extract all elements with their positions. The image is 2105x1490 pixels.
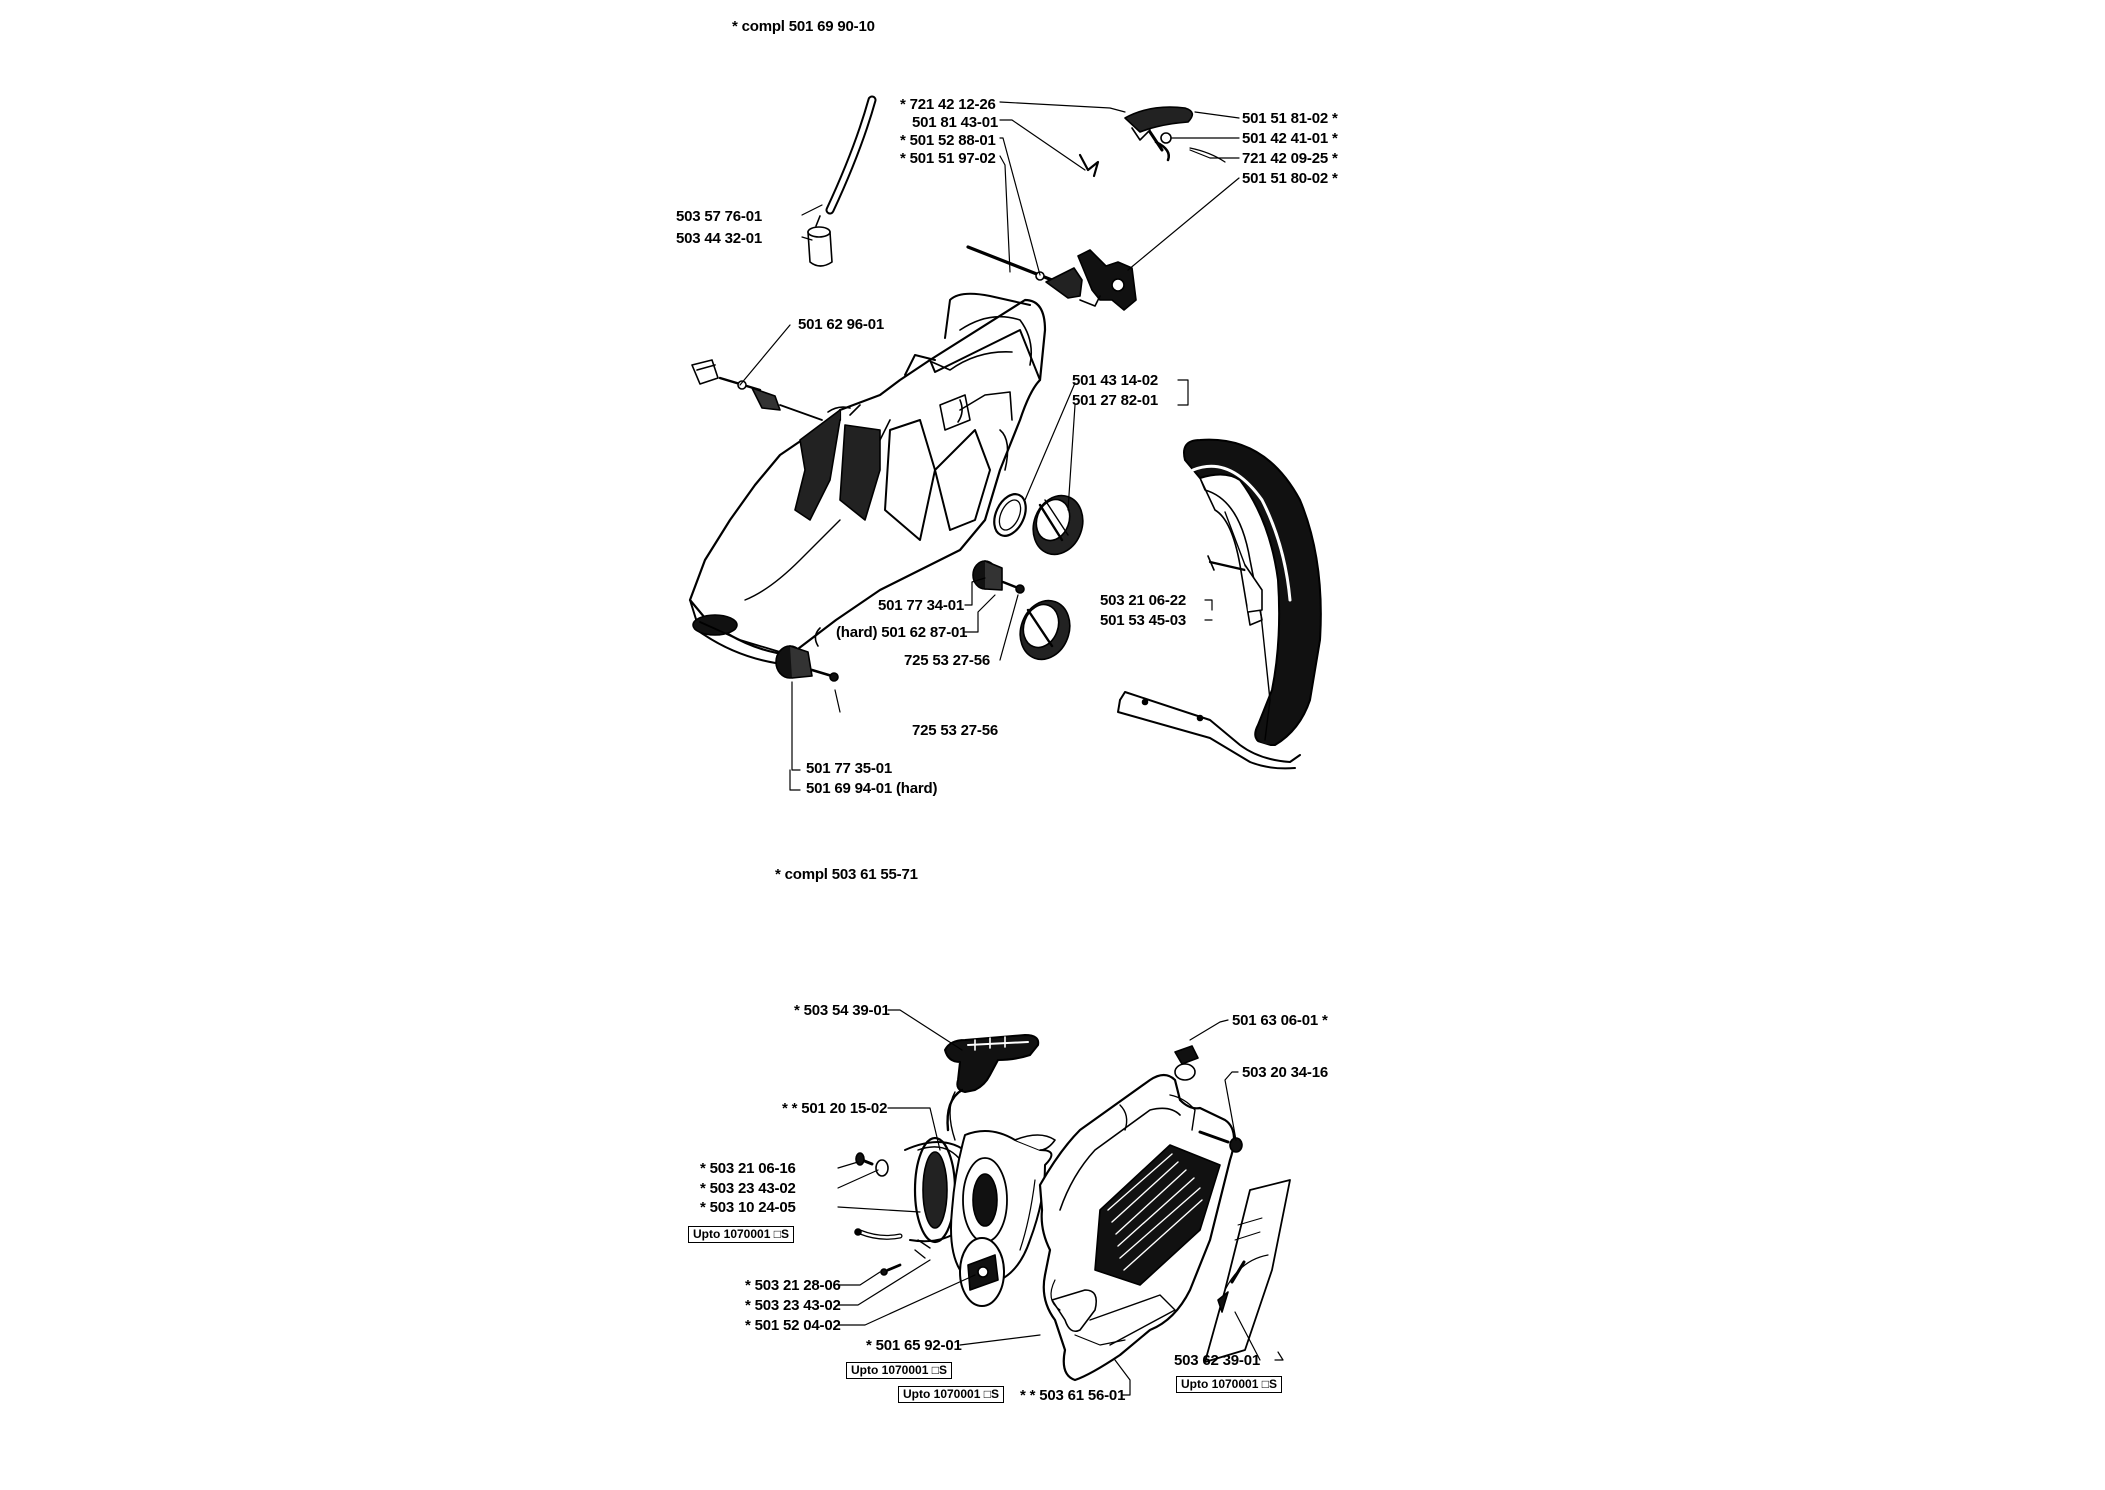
starter-pulley-drawing (854, 1136, 979, 1244)
serial-range-box: Upto 1070001 □S (898, 1386, 1004, 1403)
part-number-label: * * 503 61 56-01 (1020, 1387, 1126, 1404)
oil-pump-drawing (691, 359, 823, 421)
part-number-label: 503 20 34-16 (1242, 1064, 1329, 1081)
part-number-label: 501 43 14-02 (1072, 372, 1159, 389)
part-number-label: * 503 54 39-01 (794, 1002, 890, 1019)
starter-handle-drawing (944, 1034, 1040, 1141)
part-number-label: * 501 52 04-02 (745, 1317, 841, 1334)
starter-screw-drawing (855, 1152, 931, 1276)
part-number-label: * 501 65 92-01 (866, 1337, 962, 1354)
vibration-damper-drawing (972, 560, 1025, 594)
throttle-trigger-drawing (966, 245, 1137, 311)
fuel-filter-drawing (807, 215, 833, 267)
part-number-label: * 503 23 43-02 (700, 1180, 796, 1197)
part-number-label: 503 21 06-22 (1100, 592, 1187, 609)
part-number-label: * 503 21 28-06 (745, 1277, 841, 1294)
front-handle-drawing (1117, 438, 1322, 770)
fuel-hose-drawing (825, 95, 877, 215)
part-number-label: 501 77 34-01 (878, 597, 965, 614)
cover-grommet-drawing (1174, 1045, 1199, 1081)
part-number-label: 725 53 27-56 (912, 722, 999, 739)
part-number-label: * 501 52 88-01 (900, 132, 996, 149)
top-leader-lines (739, 101, 1240, 791)
starter-cover-drawing (1038, 1073, 1236, 1382)
rear-handle-fuel-tank-drawing (688, 292, 1047, 666)
part-number-label: 501 51 80-02 * (1242, 170, 1338, 187)
part-number-label: * 501 51 97-02 (900, 150, 996, 167)
part-number-label: 501 81 43-01 (912, 114, 999, 131)
part-number-label: 503 44 32-01 (676, 230, 763, 247)
part-number-label: 501 27 82-01 (1072, 392, 1159, 409)
part-number-label: 501 53 45-03 (1100, 612, 1187, 629)
part-number-label: 725 53 27-56 (904, 652, 991, 669)
vibration-damper-front-drawing (775, 627, 839, 682)
part-number-label: 501 77 35-01 (806, 760, 893, 777)
serial-range-box: Upto 1070001 □S (688, 1226, 794, 1243)
oil-cap-drawing (993, 493, 1084, 556)
part-number-label: 721 42 09-25 * (1242, 150, 1338, 167)
bottom-assembly-title: * compl 503 61 55-71 (775, 866, 918, 883)
part-number-label: 501 69 94-01 (hard) (806, 780, 938, 797)
part-number-label: * 721 42 12-26 (900, 96, 996, 113)
part-number-label: 501 63 06-01 * (1232, 1012, 1328, 1029)
fuel-cap-drawing (1019, 599, 1071, 661)
top-assembly-title: * compl 501 69 90-10 (732, 18, 875, 35)
part-number-label: 503 62 39-01 (1174, 1352, 1261, 1369)
part-number-label: * 503 10 24-05 (700, 1199, 796, 1216)
starter-pawl-disc-drawing (959, 1237, 1005, 1307)
part-number-label: * * 501 20 15-02 (782, 1100, 888, 1117)
part-number-label: 501 42 41-01 * (1242, 130, 1338, 147)
part-number-label: * 503 21 06-16 (700, 1160, 796, 1177)
part-number-label: * 503 23 43-02 (745, 1297, 841, 1314)
part-number-label: 501 62 96-01 (798, 316, 885, 333)
part-number-label: 501 51 81-02 * (1242, 110, 1338, 127)
serial-range-box: Upto 1070001 □S (846, 1362, 952, 1379)
bottom-leader-lines (837, 1009, 1284, 1396)
serial-range-box: Upto 1070001 □S (1176, 1376, 1282, 1393)
decal-drawing (1204, 1179, 1291, 1363)
part-number-label: 503 57 76-01 (676, 208, 763, 225)
part-number-label: (hard) 501 62 87-01 (836, 624, 968, 641)
throttle-lockout-drawing (1078, 106, 1226, 178)
